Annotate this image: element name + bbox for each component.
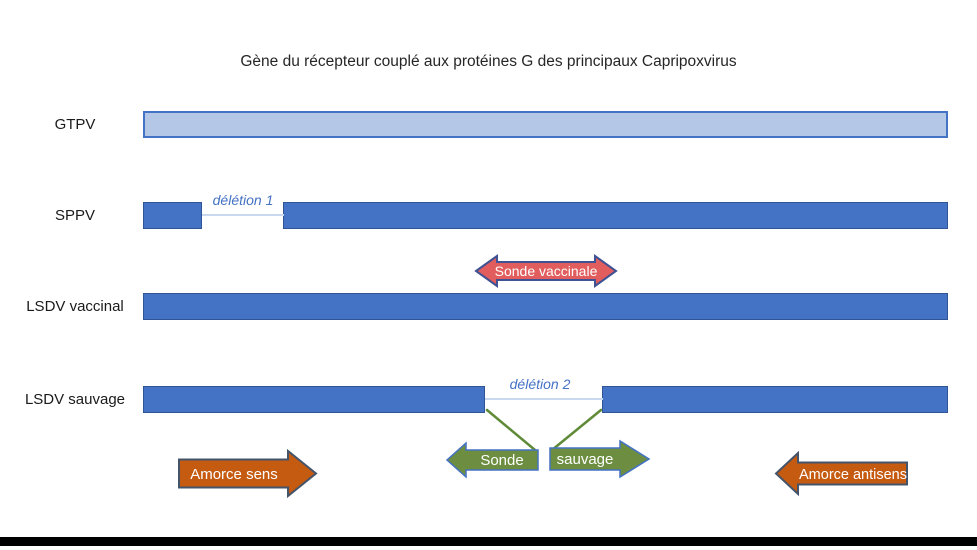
lsdv-vaccinal-gene-bar bbox=[143, 293, 948, 320]
deletion2-label: délétion 2 bbox=[509, 376, 571, 392]
sppv-gene-bar-right bbox=[283, 202, 948, 229]
sonde-sauvage-arrow-right: sauvage bbox=[549, 439, 651, 479]
sonde-vaccinale-shape bbox=[474, 254, 618, 288]
amorce-sens-shape bbox=[178, 448, 318, 499]
amorce-antisens-shape bbox=[774, 450, 908, 497]
row-label-gtpv: GTPV bbox=[54, 116, 96, 133]
row-label-lsdv-vaccinal: LSDV vaccinal bbox=[26, 298, 124, 315]
diagram-title: Gène du récepteur couplé aux protéines G… bbox=[240, 53, 737, 70]
sonde-vaccinale-label: Sonde vaccinale bbox=[495, 263, 598, 279]
amorce-sens-label: Amorce sens bbox=[190, 466, 278, 483]
sppv-gene-bar-left bbox=[143, 202, 202, 229]
deletion1-line bbox=[202, 214, 284, 216]
amorce-sens-arrow: Amorce sens bbox=[178, 448, 318, 499]
figure-bottom-border bbox=[0, 537, 977, 546]
lsdv-sauvage-gene-bar-left bbox=[143, 386, 485, 413]
deletion2-line bbox=[485, 398, 603, 400]
sonde-sauvage-left-shape bbox=[445, 441, 539, 479]
row-label-sppv: SPPV bbox=[54, 207, 96, 224]
sonde-sauvage-arrow-left: Sonde bbox=[445, 441, 539, 479]
amorce-antisens-arrow: Amorce antisens bbox=[774, 450, 908, 497]
sonde-vaccinale-arrow: Sonde vaccinale bbox=[474, 254, 618, 288]
row-label-lsdv-sauvage: LSDV sauvage bbox=[24, 391, 126, 408]
lsdv-sauvage-gene-bar-right bbox=[602, 386, 948, 413]
gtpv-gene-bar bbox=[143, 111, 948, 138]
sonde-sauvage-right-label: sauvage bbox=[557, 451, 614, 468]
amorce-antisens-label: Amorce antisens bbox=[799, 467, 907, 483]
sonde-sauvage-right-shape bbox=[549, 439, 651, 479]
deletion1-label: délétion 1 bbox=[212, 192, 274, 208]
sonde-sauvage-left-label: Sonde bbox=[480, 452, 523, 469]
